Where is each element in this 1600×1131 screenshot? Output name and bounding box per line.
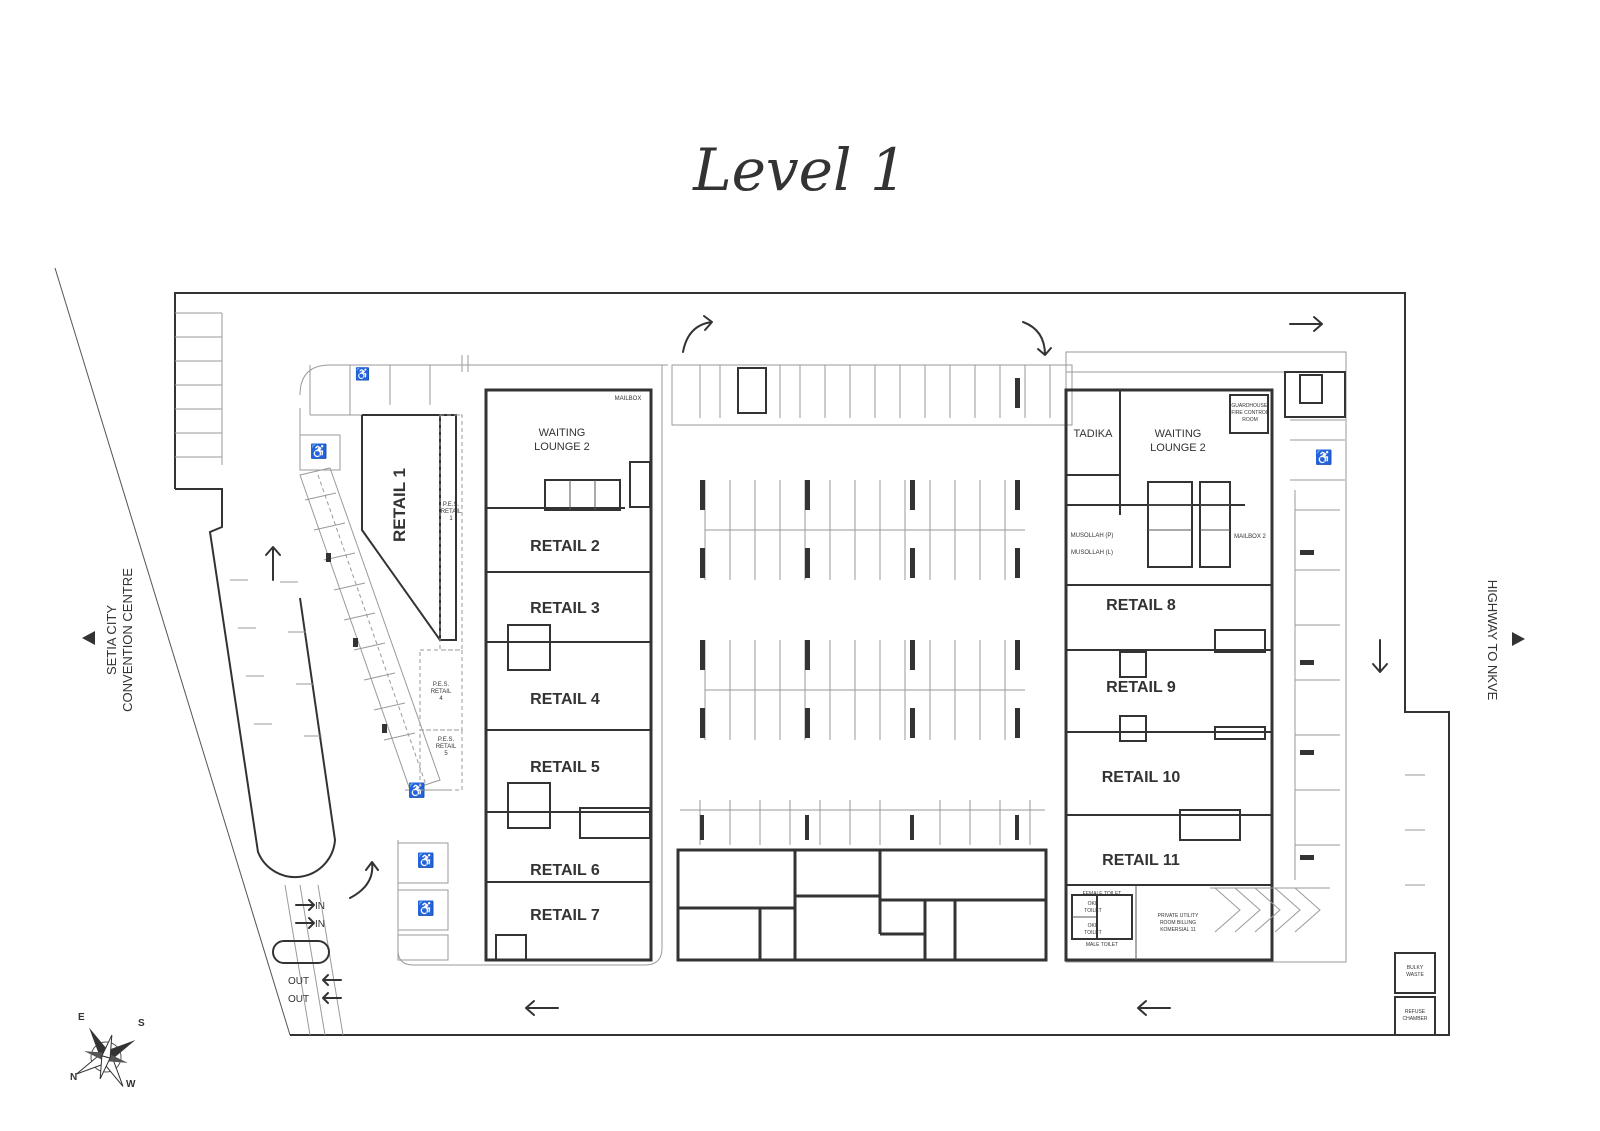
- compass-w-label: W: [126, 1079, 136, 1090]
- out-arrow-1-icon: [322, 974, 342, 986]
- musollah-p-label: MUSOLLAH (P): [1071, 533, 1114, 539]
- right-direction-triangle-icon: [1512, 632, 1525, 646]
- out-label-2: OUT: [288, 994, 309, 1005]
- right-building-block: ♿: [1064, 351, 1436, 1036]
- mailbox-2-label: MAILBOX 2: [1234, 534, 1266, 540]
- arrow-left-bottom-right-icon: [1137, 1000, 1171, 1016]
- compass-north-icon: [89, 1027, 108, 1057]
- retail-5-label: RETAIL 5: [530, 759, 600, 776]
- left-building-rooms: [361, 388, 653, 962]
- in-arrow-2-icon: [295, 917, 315, 929]
- retail-9-label: RETAIL 9: [1106, 679, 1176, 696]
- retail-2-label: RETAIL 2: [530, 538, 600, 555]
- left-parking-lines: [175, 312, 322, 737]
- retail-4-label: RETAIL 4: [530, 691, 600, 708]
- retail-6-label: RETAIL 6: [530, 862, 600, 879]
- svg-text:♿: ♿: [417, 852, 434, 869]
- svg-text:♿: ♿: [355, 367, 370, 381]
- svg-text:♿: ♿: [417, 900, 434, 917]
- page-title: Level 1: [692, 136, 907, 204]
- male-toilet-label: MALE TOILET: [1086, 942, 1118, 948]
- compass-e-label: E: [78, 1012, 85, 1023]
- out-arrow-2-icon: [322, 992, 342, 1004]
- retail-3-label: RETAIL 3: [530, 600, 600, 617]
- arrow-down-icon: [1372, 639, 1388, 673]
- retail-1-label: RETAIL 1: [390, 468, 409, 542]
- traffic-arrows: [265, 315, 1388, 1016]
- arrow-left-bottom-icon: [525, 1000, 559, 1016]
- curved-arrow-top-right-icon: [1022, 321, 1052, 356]
- central-car-park: [671, 364, 1073, 845]
- svg-text:♿: ♿: [1315, 449, 1332, 466]
- female-toilet-label: FEMALE TOILET: [1083, 891, 1122, 897]
- retail-8-label: RETAIL 8: [1106, 597, 1176, 614]
- mailbox-label: MAILBOX: [615, 396, 642, 402]
- diagonal-parking-strip: [299, 467, 441, 791]
- in-arrow-1-icon: [295, 899, 315, 911]
- direction-labels: SETIA CITYCONVENTION CENTRE HIGHWAY TO N…: [82, 568, 1525, 712]
- entrance-exit: IN IN OUT OUT: [272, 884, 344, 1036]
- central-service-block: [676, 848, 1048, 962]
- retail-7-label: RETAIL 7: [530, 907, 600, 924]
- svg-text:♿: ♿: [408, 782, 425, 799]
- compass-s-label: S: [138, 1018, 145, 1029]
- in-label-2: IN: [315, 919, 325, 930]
- site-boundary: [54, 267, 1450, 1036]
- arrow-right-icon: [1289, 316, 1323, 332]
- musollah-l-label: MUSOLLAH (L): [1071, 550, 1113, 556]
- right-direction-label: HIGHWAY TO NKVE: [1485, 580, 1500, 701]
- arrow-up-icon: [265, 546, 281, 581]
- svg-text:♿: ♿: [310, 443, 327, 460]
- curved-arrow-top-left-icon: [682, 315, 713, 353]
- retail-11-label: RETAIL 11: [1102, 852, 1180, 869]
- compass-rose: [76, 1027, 136, 1087]
- left-direction-triangle-icon: [82, 631, 95, 645]
- left-building-block: ♿ ♿ ♿ ♿ ♿: [299, 355, 668, 966]
- retail-10-label: RETAIL 10: [1102, 769, 1181, 786]
- left-direction-label: SETIA CITYCONVENTION CENTRE: [104, 568, 135, 712]
- out-label-1: OUT: [288, 976, 309, 987]
- in-label-1: IN: [315, 901, 325, 912]
- tadika-label: TADIKA: [1074, 428, 1114, 440]
- compass-n-label: N: [70, 1072, 77, 1083]
- curved-arrow-entrance-icon: [349, 861, 379, 899]
